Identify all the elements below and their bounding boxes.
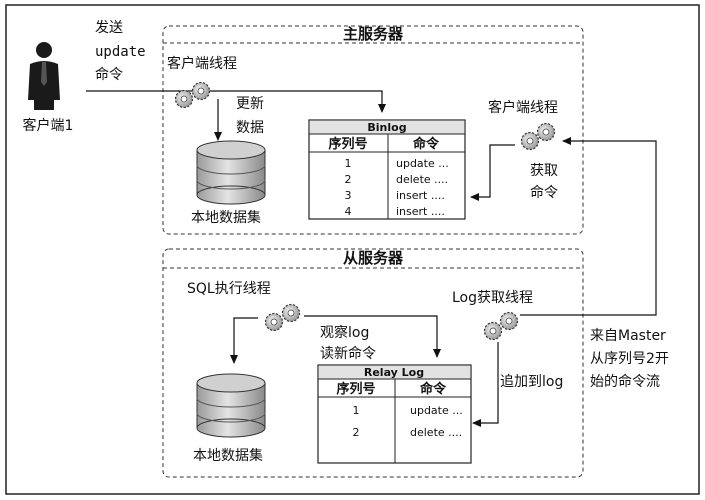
table-row-cmd: insert .... (396, 205, 445, 218)
table-row-seq: 4 (345, 205, 352, 218)
arrow-client-to-binlog (86, 90, 386, 113)
observe-line-1: 观察log (320, 324, 369, 341)
arrow-observe-relaylog (304, 315, 441, 358)
table-row-cmd: update ... (410, 404, 463, 417)
append-label: 追加到log (500, 374, 563, 390)
relaylog-col-cmd: 命令 (419, 381, 447, 397)
arrow-command-stream (520, 137, 657, 316)
table-row-seq: 3 (345, 189, 352, 202)
table-row-cmd: delete .... (410, 426, 462, 439)
master-title: 主服务器 (343, 25, 404, 43)
table-row-cmd: insert .... (396, 189, 445, 202)
table-row-seq: 2 (345, 173, 352, 186)
arrow-append-to-log (472, 342, 499, 427)
log-fetch-thread-label: Log获取线程 (452, 290, 533, 306)
send-line-1: 发送 (95, 20, 123, 36)
stream-line-3: 始的命令流 (590, 373, 660, 390)
relaylog-col-seq: 序列号 (336, 381, 375, 397)
master-client-thread-left: 客户端线程 (167, 55, 237, 72)
master-local-dataset: 本地数据集 (191, 209, 261, 226)
table-row-seq: 1 (353, 404, 360, 417)
binlog-col-seq: 序列号 (328, 136, 367, 152)
observe-line-2: 读新命令 (320, 345, 376, 362)
stream-line-2: 从序列号2开 (590, 351, 669, 367)
fetch-cmd-line-1: 获取 (530, 163, 558, 179)
update-data-line-2: 数据 (236, 120, 264, 136)
gear-icon-log-fetch (483, 311, 519, 341)
arrow-fetch-to-binlog (470, 144, 515, 201)
master-server-box (162, 25, 584, 235)
sql-thread-label: SQL执行线程 (187, 281, 271, 297)
slave-database-icon (196, 373, 266, 438)
outer-frame (5, 4, 700, 495)
arrow-sql-to-db (230, 317, 258, 364)
relaylog-title: Relay Log (364, 366, 424, 379)
slave-local-dataset: 本地数据集 (193, 447, 263, 464)
table-row-cmd: delete .... (396, 173, 448, 186)
gear-icon-master-left (174, 81, 211, 109)
fetch-cmd-line-2: 命令 (530, 184, 558, 201)
table-row-seq: 2 (353, 426, 360, 439)
send-line-2: update (95, 44, 146, 60)
client-label: 客户端1 (23, 117, 74, 134)
master-database-icon (196, 140, 266, 205)
update-data-line-1: 更新 (236, 96, 264, 112)
binlog-table (308, 119, 466, 220)
table-row-seq: 1 (345, 157, 352, 170)
stream-line-1: 来自Master (590, 328, 666, 344)
slave-server-box (162, 248, 584, 478)
table-row-cmd: update ... (396, 157, 449, 170)
gear-icon-sql-thread (264, 303, 301, 332)
binlog-col-cmd: 命令 (412, 136, 440, 152)
send-line-3: 命令 (95, 66, 123, 83)
binlog-title: Binlog (367, 121, 406, 134)
client-person-icon (28, 42, 60, 110)
master-client-thread-right: 客户端线程 (488, 99, 558, 116)
relaylog-table (317, 364, 472, 464)
slave-title: 从服务器 (343, 249, 404, 267)
gear-icon-master-right (520, 122, 556, 151)
